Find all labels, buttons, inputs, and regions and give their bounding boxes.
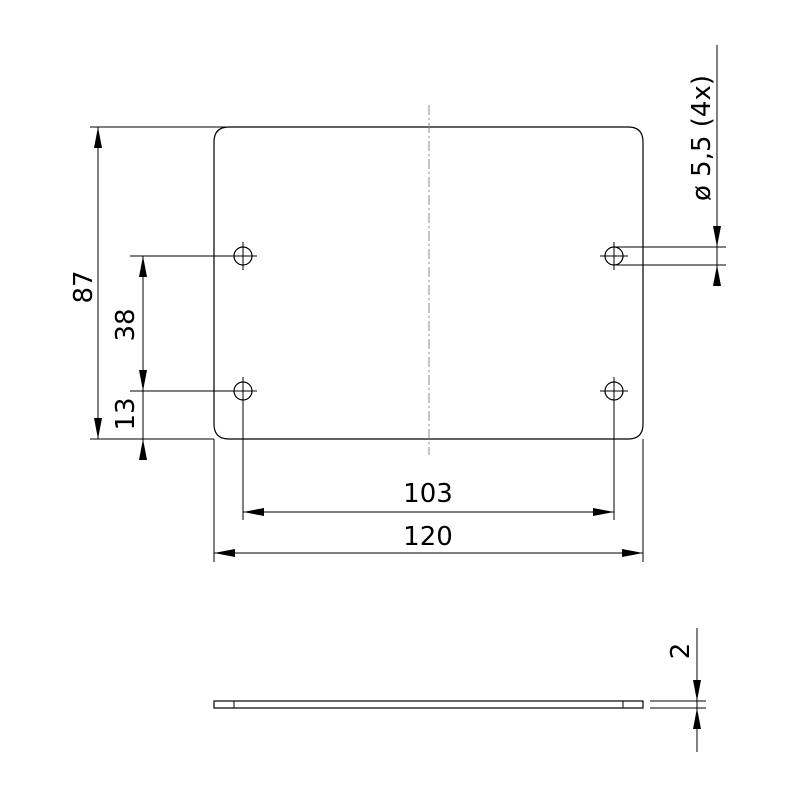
dimension-height-overall: 87	[69, 126, 229, 440]
dimension-hole-diameter: ø 5,5 (4x)	[614, 45, 726, 286]
plate-side-outline	[213, 700, 644, 709]
mounting-holes	[229, 242, 628, 405]
dimension-label-38: 38	[111, 308, 141, 341]
dimension-label-2: 2	[666, 643, 696, 660]
dimension-hole-offset-bottom: 13	[111, 391, 147, 460]
hole-bottom-right	[600, 377, 628, 405]
dimension-width-overall: 120	[213, 439, 644, 562]
dimension-thickness: 2	[650, 628, 706, 752]
dimension-label-87: 87	[69, 270, 99, 303]
hole-top-left	[229, 242, 257, 270]
hole-top-right	[600, 242, 628, 270]
dimension-label-120: 120	[403, 522, 453, 552]
plate-side-view	[213, 700, 644, 709]
dimension-hole-spacing-vertical: 38	[111, 255, 229, 392]
dimension-label-hole-diameter: ø 5,5 (4x)	[687, 75, 717, 201]
dimension-label-103: 103	[403, 479, 453, 509]
dimension-label-13: 13	[111, 397, 141, 430]
dimension-hole-spacing-horizontal: 103	[242, 405, 615, 520]
plate-outline	[213, 126, 644, 440]
plate-front-view	[213, 105, 644, 455]
hole-bottom-left	[229, 377, 257, 405]
